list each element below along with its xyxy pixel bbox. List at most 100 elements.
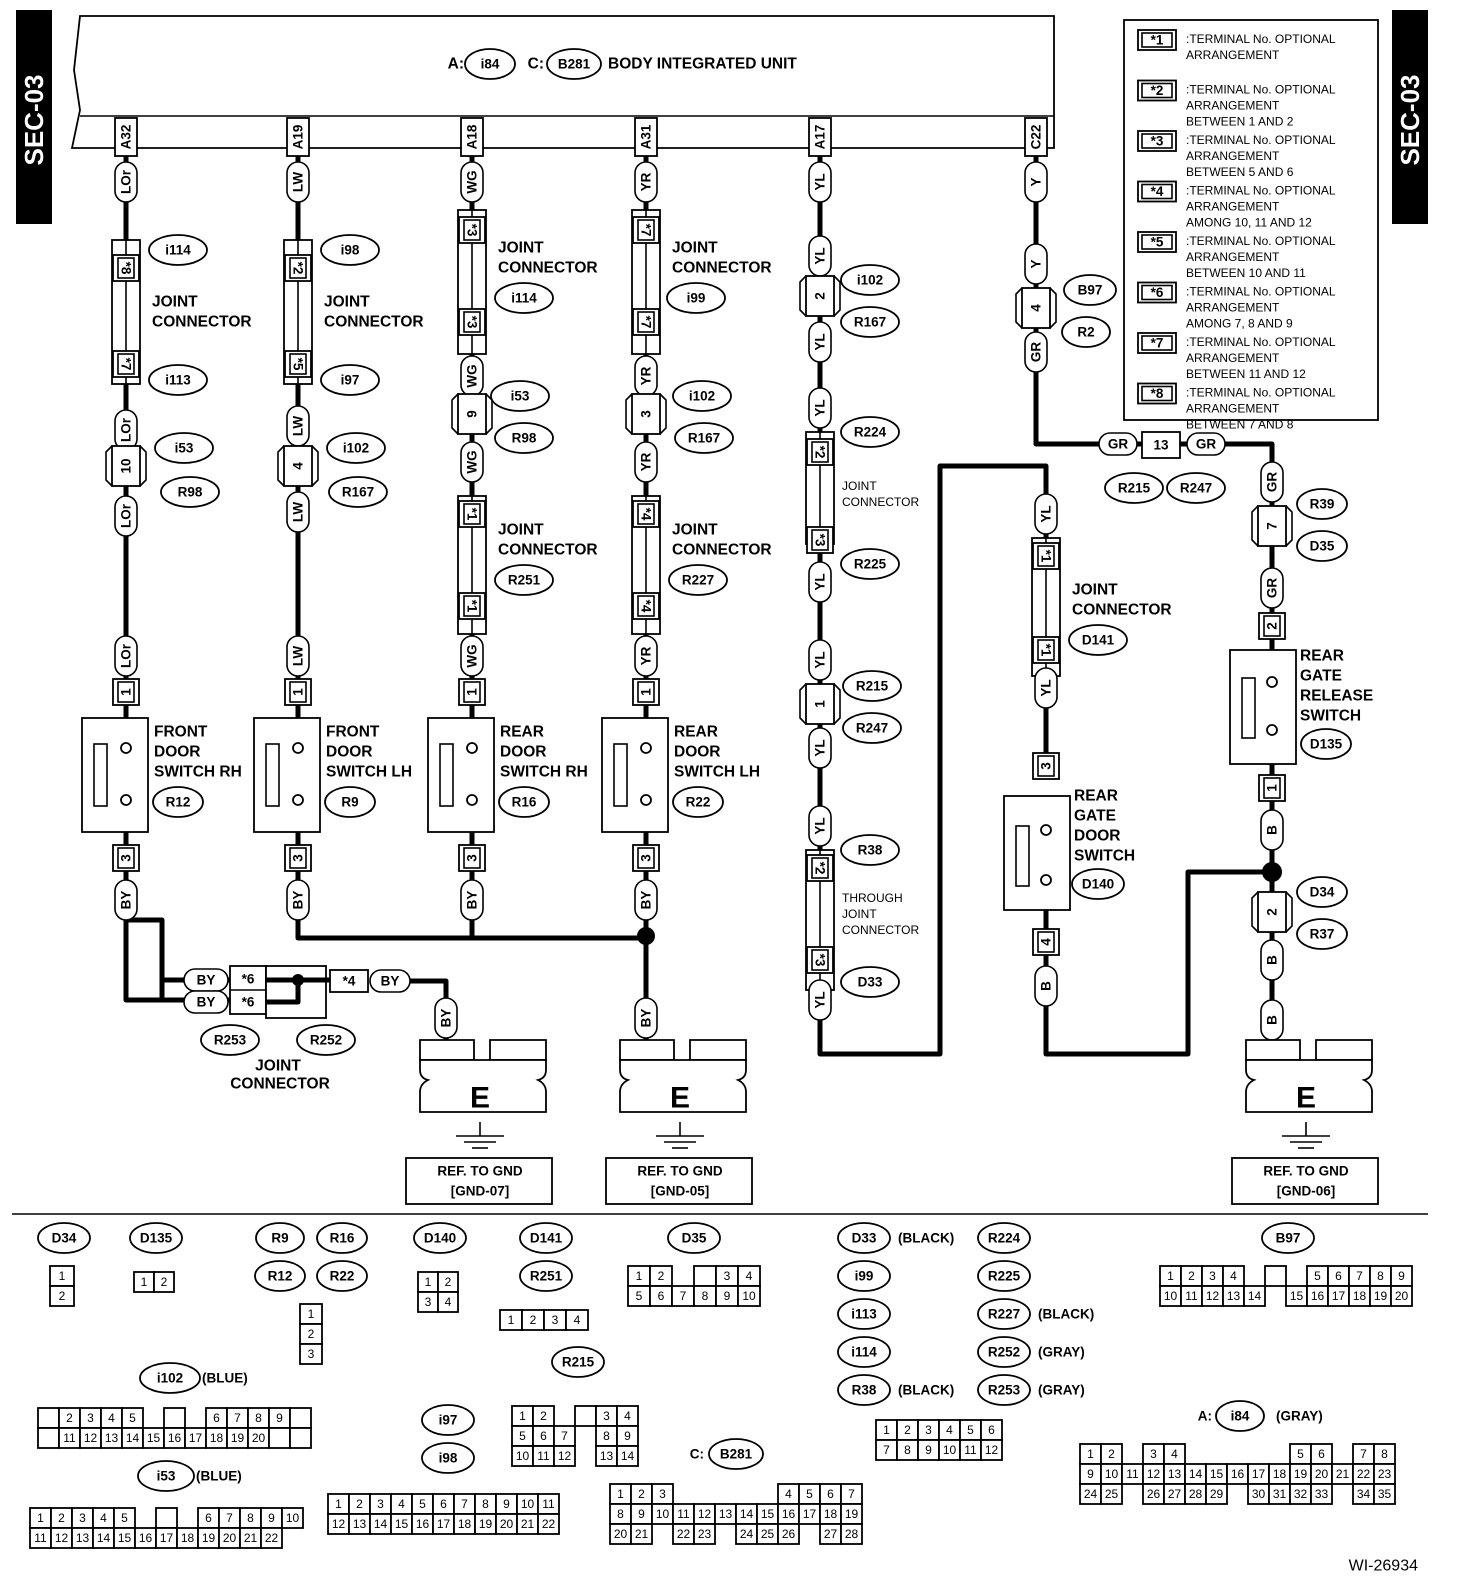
connector-id: R251 [530, 1269, 563, 1284]
legend-mark-box [1137, 382, 1177, 405]
pin-label: 2 [1265, 622, 1280, 630]
pin-number: 11 [537, 1449, 550, 1463]
pin-number: 13 [600, 1449, 614, 1463]
connector-id: R38 [858, 843, 883, 858]
label: JOINT [842, 479, 877, 493]
pin-label: 1 [1265, 784, 1280, 792]
pin-number: 6 [440, 1497, 447, 1511]
wire-color-tag [1034, 965, 1058, 1007]
door-switch-body [81, 717, 149, 833]
connector-id: R12 [268, 1269, 293, 1284]
unit-prefix: A: [448, 56, 464, 73]
pin-cell [553, 1445, 576, 1467]
switch-contact [120, 794, 132, 806]
wire-color-tag [808, 979, 832, 1021]
switch-label: DOOR [500, 744, 547, 761]
pin-inner [1037, 755, 1055, 777]
wire-color-tag [808, 639, 832, 681]
pin-label: 3 [1039, 762, 1054, 770]
ground-letter: E [470, 1082, 490, 1115]
connector-oval [320, 234, 380, 266]
pin-label: *7 [119, 358, 134, 371]
pin-number: 4 [624, 1409, 631, 1423]
connector-oval [326, 432, 386, 464]
pin-inner [289, 353, 307, 375]
connector-flag [139, 445, 147, 487]
legend-mark: *1 [1151, 33, 1164, 48]
wire-color-label: LW [291, 502, 306, 523]
legend-text: ARRANGEMENT [1186, 200, 1280, 214]
switch-label: SWITCH LH [326, 764, 412, 781]
pin-number: 8 [702, 1289, 709, 1303]
connector-oval [977, 1222, 1031, 1254]
connector-oval [494, 422, 554, 454]
pin-number: 33 [1315, 1487, 1329, 1501]
pin-cell [1373, 1483, 1396, 1505]
wire-color-tag [1186, 432, 1226, 456]
pin-number: 2 [658, 1269, 665, 1283]
pin-label: 2 [1265, 908, 1280, 916]
pin-number: 14 [374, 1517, 388, 1531]
pin-number: 20 [223, 1531, 237, 1545]
pin-number: 8 [617, 1507, 624, 1521]
pin-inner [637, 847, 655, 869]
pin-number: 6 [658, 1289, 665, 1303]
pin-number: 28 [1189, 1487, 1203, 1501]
switch-contact [1040, 874, 1052, 886]
pin-number: 3 [552, 1313, 559, 1327]
pin-number: 11 [63, 1431, 76, 1445]
pin-cell [299, 1343, 323, 1365]
legend-text: ARRANGEMENT [1186, 250, 1280, 264]
pin-number: 1 [425, 1275, 432, 1289]
pin-number: 8 [904, 1443, 911, 1457]
wire-color-tag [634, 997, 658, 1039]
connector-id: D34 [1310, 885, 1335, 900]
pin-inner [811, 857, 829, 879]
pin-inner [463, 219, 481, 241]
wire-color-tag [286, 879, 310, 921]
inline-connector [805, 683, 835, 725]
wire-color-label: GR [1196, 437, 1217, 452]
legend-text: BETWEEN 11 AND 12 [1186, 367, 1306, 381]
color-note: (GRAY) [1276, 1409, 1323, 1424]
connector-id: i102 [343, 441, 369, 456]
connector-oval [152, 786, 204, 818]
wire-color-label: LOr [119, 417, 134, 442]
connector-oval [977, 1374, 1031, 1406]
pin-number: 6 [827, 1487, 834, 1501]
connector-id: R215 [856, 679, 889, 694]
label: CONNECTOR [498, 260, 598, 277]
wire-color-label: YR [639, 172, 654, 191]
connector-oval [129, 1222, 183, 1254]
pin-label: 2 [813, 292, 828, 300]
switch-actuator [265, 743, 280, 807]
pin-cell [1310, 1483, 1333, 1505]
pin-number: 13 [719, 1507, 733, 1521]
switch-contact [1266, 724, 1278, 736]
pin-cell [980, 1439, 1003, 1461]
connector-id: i113 [851, 1307, 877, 1322]
wire-color-tag [369, 969, 411, 993]
unit-terminal [808, 117, 832, 157]
connector-id: i99 [855, 1269, 874, 1284]
connector-id: R251 [508, 573, 541, 588]
pin-number: 3 [724, 1269, 731, 1283]
pin-cell [537, 1513, 560, 1535]
connector-id: i102 [689, 389, 715, 404]
connector-id: R253 [214, 1033, 247, 1048]
wire-color-label: GR [1029, 342, 1044, 363]
pin-number: 19 [202, 1531, 216, 1545]
pin-number: 1 [335, 1497, 342, 1511]
color-note: (BLUE) [196, 1469, 242, 1484]
pin-label: 1 [639, 688, 654, 696]
wire-color-label: LOr [119, 503, 134, 528]
wire-color-label: BY [291, 891, 306, 910]
pin-label: 10 [119, 458, 134, 473]
legend-text: :TERMINAL No. OPTIONAL [1186, 285, 1336, 299]
pin-number: 35 [1378, 1487, 1392, 1501]
gate-door-switch-body [1003, 795, 1071, 911]
legend-text: ARRANGEMENT [1186, 402, 1280, 416]
unit-prefix: A: [1198, 1409, 1212, 1424]
connector-id: D141 [530, 1231, 563, 1246]
wire-color-label: BY [639, 891, 654, 910]
